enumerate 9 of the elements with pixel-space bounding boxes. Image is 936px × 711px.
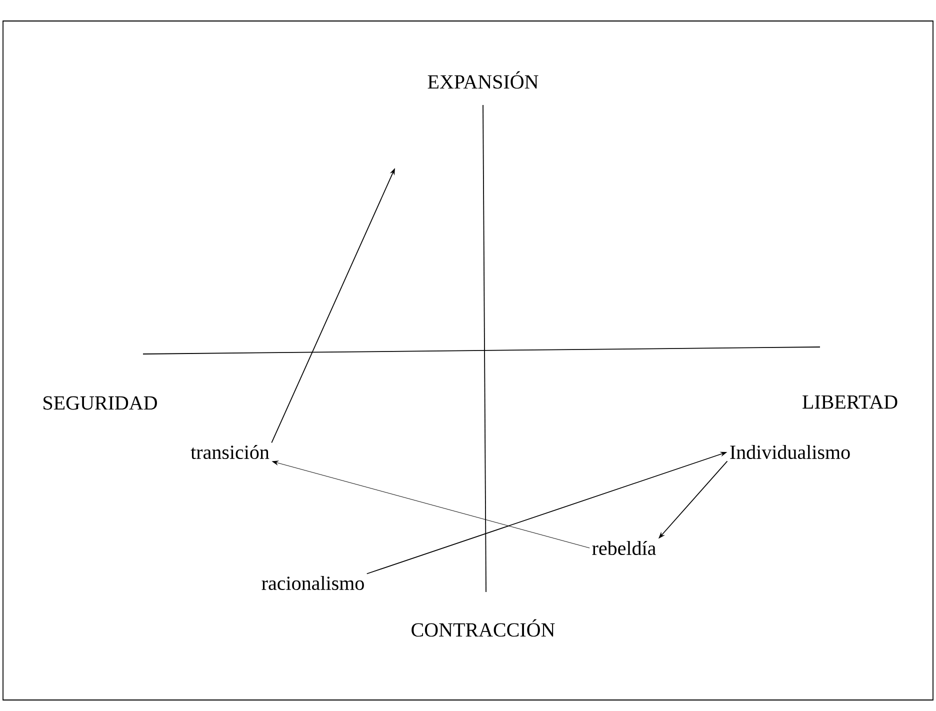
- axis-label: EXPANSIÓN: [428, 71, 538, 89]
- node-label: Individualismo: [730, 444, 850, 460]
- node-label: rebeldía: [592, 540, 656, 556]
- axis-label: SEGURIDAD: [44, 396, 157, 410]
- arrow: [272, 460, 590, 548]
- node-label: transición: [190, 444, 270, 460]
- axis-label: CONTRACCIÓN: [412, 619, 555, 637]
- node-label: racionalismo: [262, 576, 364, 590]
- axis-label: LIBERTAD: [802, 395, 898, 409]
